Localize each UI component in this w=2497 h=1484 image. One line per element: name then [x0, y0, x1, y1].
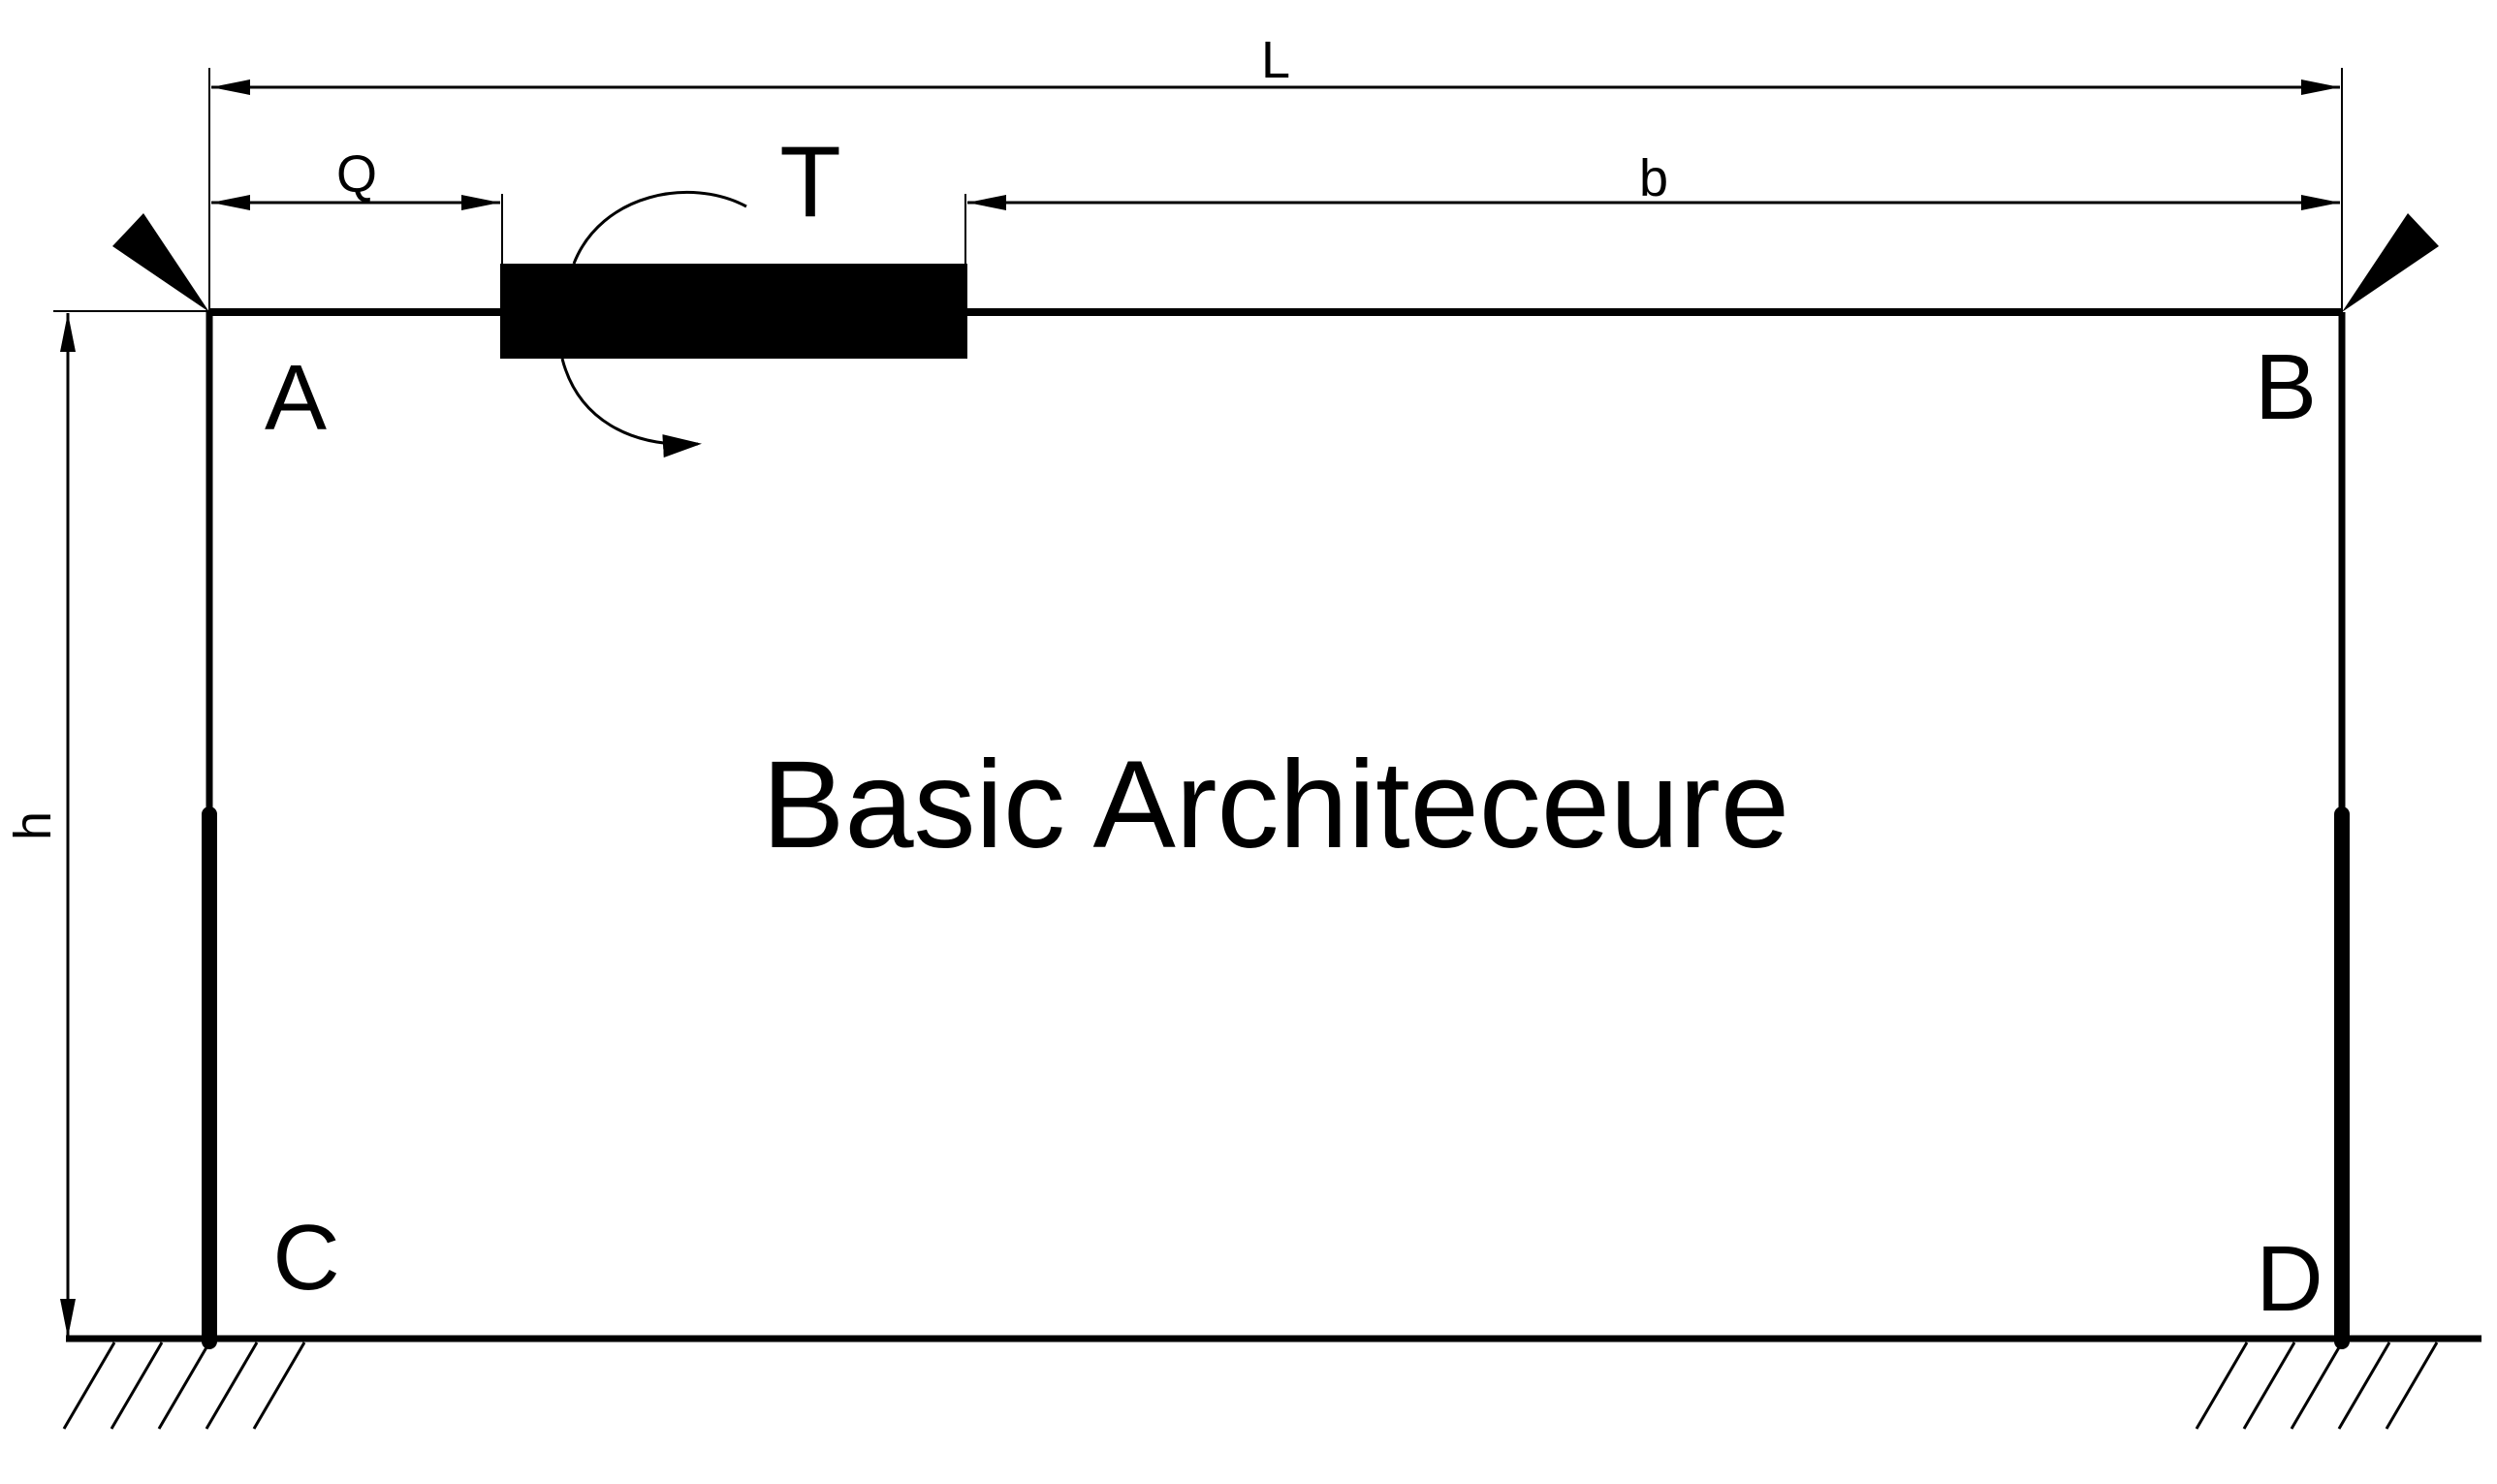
corner-wedge-b	[2342, 213, 2439, 312]
dimension-l: L	[208, 31, 2343, 312]
corner-wedge-a	[112, 213, 209, 312]
dimension-h: h	[4, 310, 209, 1338]
dimension-h-label: h	[4, 811, 62, 840]
dimension-q-label: Q	[336, 145, 377, 204]
diagram-title: Basic Architeceure	[762, 736, 1789, 874]
load-t-label: T	[779, 126, 841, 238]
load-block	[500, 264, 967, 359]
dimension-b-label: b	[1639, 149, 1668, 207]
dimension-b: b	[964, 149, 2340, 267]
dimension-l-label: L	[1261, 31, 1290, 89]
node-d-label: D	[2256, 1227, 2323, 1331]
ground-hatch-left	[62, 1342, 306, 1430]
ground-hatch-right	[2195, 1342, 2439, 1430]
node-a-label: A	[265, 346, 327, 450]
load-t: T	[500, 126, 967, 458]
node-c-label: C	[272, 1206, 339, 1310]
node-b-label: B	[2255, 335, 2317, 439]
moment-arc-lower	[560, 358, 702, 458]
dimension-q: Q	[211, 145, 503, 267]
moment-arc-upper	[572, 190, 747, 265]
